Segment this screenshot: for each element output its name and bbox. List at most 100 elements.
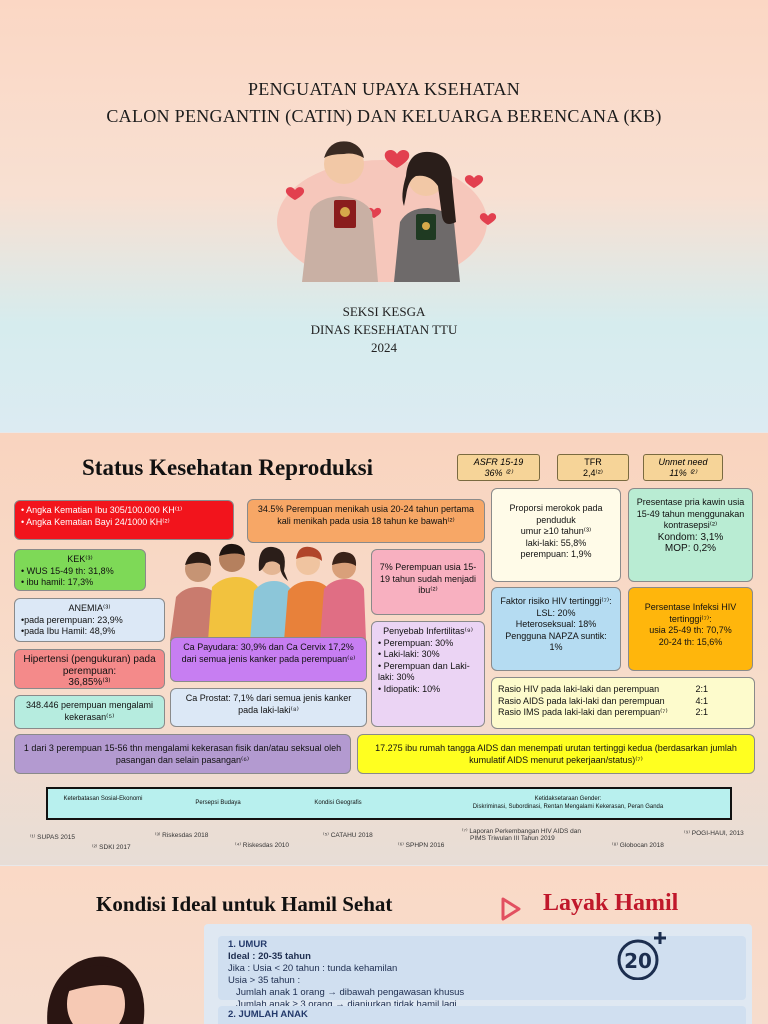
merokok-title: Proporsi merokok pada penduduk	[509, 503, 603, 525]
aids-rt-text: 17.275 ibu rumah tangga AIDS dan menempa…	[375, 743, 737, 765]
umur-card: 1. UMUR Ideal : 20-35 tahun Jika : Usia …	[218, 936, 746, 1010]
rasio-hiv: Rasio HIV pada laki-laki dan perempuan 2…	[498, 684, 748, 696]
aki-box: • Angka Kematian Ibu 305/100.000 KH⁽¹⁾ •…	[14, 500, 234, 540]
rasio-ims-label: Rasio IMS pada laki-laki dan perempuan⁽⁷…	[498, 707, 668, 717]
infertilitas-box: Penyebab Infertilitas⁽⁹⁾ • Perempuan: 30…	[371, 621, 485, 727]
infeksi-hiv-25-49: usia 25-49 th: 70,7%	[649, 625, 732, 635]
kontrasepsi-box: Presentase pria kawin usia 15-49 tahun m…	[628, 488, 753, 582]
ref-6: ⁽⁶⁾ SPHPN 2016	[398, 842, 445, 849]
kontrasepsi-mop: MOP: 0,2%	[664, 543, 717, 554]
tfr-label: TFR	[584, 457, 602, 467]
asfr-tag: ASFR 15-19 36% ⁽²⁾	[457, 454, 540, 481]
infeksi-hiv-20-24: 20-24 th: 15,6%	[658, 636, 723, 647]
infeksi-hiv-box: Persentase Infeksi HIV tertinggi⁽⁷⁾: usi…	[628, 587, 753, 671]
kek-title: KEK⁽³⁾	[67, 554, 93, 564]
ca-prostat-text: Ca Prostat: 7,1% dari semua jenis kanker…	[185, 693, 352, 715]
hiv-risk-title: Faktor risiko HIV tertinggi⁽⁷⁾:	[500, 596, 612, 606]
kekerasan-count-box: 348.446 perempuan mengalami kekerasan⁽⁵⁾	[14, 695, 165, 729]
anemia-perempuan: •pada perempuan: 23,9%	[21, 614, 123, 625]
infertilitas-perempuan: • Perempuan: 30%	[378, 637, 454, 648]
infeksi-hiv-title: Persentase Infeksi HIV tertinggi⁽⁷⁾:	[644, 602, 737, 624]
rasio-ims: Rasio IMS pada laki-laki dan perempuan⁽⁷…	[498, 707, 748, 719]
aids-rt-box: 17.275 ibu rumah tangga AIDS dan menempa…	[357, 734, 755, 774]
umur-anak-1: Jumlah anak 1 orang → dibawah pengawasan…	[236, 987, 465, 998]
ref-3: ⁽³⁾ Riskesdas 2018	[155, 832, 209, 839]
rasio-hiv-value: 2:1	[695, 684, 708, 694]
ca-payudara-text: Ca Payudara: 30,9% dan Ca Cervix 17,2% d…	[181, 642, 356, 664]
ref-1: ⁽¹⁾ SUPAS 2015	[30, 834, 75, 841]
ca-prostat-box: Ca Prostat: 7,1% dari semua jenis kanker…	[170, 688, 367, 727]
cover-title-line1: PENGUATAN UPAYA KSEHATAN	[247, 79, 521, 99]
kekerasan-ratio-box: 1 dari 3 perempuan 15-56 thn mengalami k…	[14, 734, 351, 774]
ref-5: ⁽⁵⁾ CATAHU 2018	[323, 832, 373, 839]
anemia-ibu-hamil: •pada Ibu Hamil: 48,9%	[21, 626, 116, 636]
bar-sosial-ekonomi: Keterbatasan Sosial-Ekonomi	[63, 796, 143, 802]
tfr-tag: TFR 2,4⁽²⁾	[557, 454, 629, 481]
rasio-aids: Rasio AIDS pada laki-laki dan perempuan …	[498, 696, 748, 708]
umur-diatas-35: Usia > 35 tahun :	[228, 975, 301, 986]
play-icon	[501, 897, 521, 921]
slide-hamil-sehat: Kondisi Ideal untuk Hamil Sehat Layak Ha…	[0, 866, 768, 1024]
ref-2: ⁽²⁾ SDKI 2017	[92, 844, 131, 851]
bar-kondisi-geografis: Kondisi Geografis	[314, 800, 362, 806]
rasio-hiv-label: Rasio HIV pada laki-laki dan perempuan	[498, 684, 660, 694]
umur-ideal: Ideal : 20-35 tahun	[228, 951, 311, 962]
cover-subtitle: SEKSI KESGA DINAS KESEHATAN TTU 2024	[0, 303, 768, 357]
umur-heading: 1. UMUR	[228, 939, 268, 950]
couple-illustration	[277, 141, 497, 282]
ca-payudara-box: Ca Payudara: 30,9% dan Ca Cervix 17,2% d…	[170, 637, 367, 682]
cover-sub-line1: SEKSI KESGA	[342, 304, 426, 319]
merokok-umur: umur ≥10 tahun⁽³⁾	[520, 526, 592, 536]
hiv-risk-hetero: Heteroseksual: 18%	[515, 619, 597, 629]
bar-gender: Ketidaksetaraan Gender: Diskriminasi, Su…	[418, 795, 718, 811]
bar-persepsi-budaya: Persepsi Budaya	[195, 800, 241, 806]
menikah-text: 34.5% Perempuan menikah usia 20-24 tahun…	[257, 504, 475, 526]
kontrasepsi-kondom: Kondom: 3,1%	[657, 531, 724, 543]
age-20-plus-icon: 20	[617, 932, 666, 980]
kek-wus: • WUS 15-49 th: 31,8%	[21, 565, 114, 576]
kekerasan-ratio-text: 1 dari 3 perempuan 15-56 thn mengalami k…	[23, 743, 342, 765]
ref-7a: ⁽⁷⁾ Laporan Perkembangan HIV AIDS dan	[462, 828, 582, 835]
layak-hamil-title: Layak Hamil	[543, 890, 679, 916]
ref-4: ⁽⁴⁾ Riskesdas 2010	[235, 842, 290, 849]
bar-gender-detail: Diskriminasi, Subordinasi, Rentan Mengal…	[472, 804, 664, 810]
asfr-value: 36% ⁽²⁾	[484, 468, 513, 478]
rasio-ims-value: 2:1	[695, 707, 708, 717]
slide-status-kesehatan: Status Kesehatan Reproduksi ASFR 15-19 3…	[0, 433, 768, 865]
rasio-aids-label: Rasio AIDS pada laki-laki dan perempuan	[498, 695, 665, 706]
jumlah-anak-heading: 2. JUMLAH ANAK	[228, 1009, 308, 1020]
hipertensi-box: Hipertensi (pengukuran) pada perempuan: …	[14, 649, 165, 689]
slide2-title: Status Kesehatan Reproduksi	[82, 455, 373, 480]
kek-ibu-hamil: • ibu hamil: 17,3%	[21, 577, 94, 587]
kekerasan-count-text: 348.446 perempuan mengalami kekerasan⁽⁵⁾	[25, 700, 154, 722]
people-illustration	[170, 543, 366, 641]
hiv-risk-box: Faktor risiko HIV tertinggi⁽⁷⁾: LSL: 20%…	[491, 587, 621, 671]
infertilitas-title: Penyebab Infertilitas⁽⁹⁾	[383, 626, 473, 636]
kontrasepsi-title: Presentase pria kawin usia 15-49 tahun m…	[636, 497, 745, 530]
unmet-value: 11% ⁽²⁾	[669, 468, 697, 478]
merokok-box: Proporsi merokok pada penduduk umur ≥10 …	[491, 488, 621, 582]
ref-9: ⁽⁹⁾ POGI-HAUI, 2013	[684, 830, 744, 837]
rasio-aids-value: 4:1	[695, 695, 708, 706]
umur-dibawah-20: Jika : Usia < 20 tahun : tunda kehamilan	[228, 963, 398, 974]
merokok-perempuan: perempuan: 1,9%	[520, 549, 592, 559]
cover-title-line2: CALON PENGANTIN (CATIN) DAN KELUARGA BER…	[106, 106, 662, 126]
anemia-title: ANEMIA⁽³⁾	[68, 603, 111, 613]
bar-gender-title: Ketidaksetaraan Gender:	[534, 796, 602, 802]
cover-title: PENGUATAN UPAYA KSEHATAN CALON PENGANTIN…	[0, 76, 768, 130]
infertilitas-laki: • Laki-laki: 30%	[378, 649, 440, 659]
ibu-muda-text: 7% Perempuan usia 15-19 tahun sudah menj…	[379, 562, 477, 595]
hipertensi-title: Hipertensi (pengukuran) pada perempuan:	[23, 654, 156, 677]
slide3-title: Kondisi Ideal untuk Hamil Sehat	[96, 892, 393, 916]
menikah-box: 34.5% Perempuan menikah usia 20-24 tahun…	[247, 499, 485, 543]
ref-7b: PIMS Triwulan III Tahun 2019	[470, 835, 555, 842]
cover-sub-line2: DINAS KESEHATAN TTU	[310, 322, 458, 337]
ref-8: ⁽⁸⁾ Globocan 2018	[612, 842, 664, 849]
rasio-box: Rasio HIV pada laki-laki dan perempuan 2…	[491, 677, 755, 729]
aki-line: • Angka Kematian Ibu 305/100.000 KH⁽¹⁾	[21, 505, 183, 515]
determinant-bar: Keterbatasan Sosial-Ekonomi Persepsi Bud…	[46, 787, 732, 820]
asfr-label: ASFR 15-19	[473, 457, 524, 467]
hipertensi-value: 36,85%⁽³⁾	[68, 677, 111, 688]
unmet-label: Unmet need	[658, 457, 708, 467]
infertilitas-keduanya: • Perempuan dan Laki-laki: 30%	[378, 660, 470, 683]
